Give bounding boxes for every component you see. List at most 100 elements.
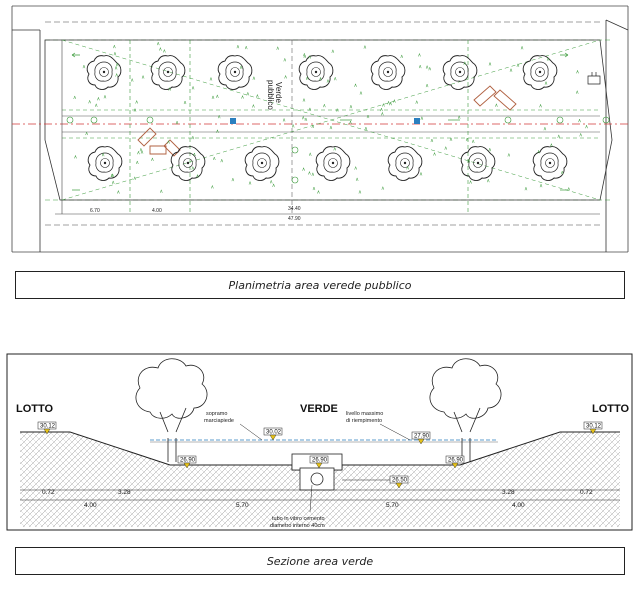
grass-tuft	[406, 165, 409, 170]
plan-dim-3: 34.40	[288, 206, 301, 212]
grass-tuft	[175, 120, 179, 125]
grass-tuft	[151, 157, 154, 162]
grass-tuft	[363, 44, 367, 49]
grass-tuft	[304, 117, 308, 122]
grass-tuft	[196, 173, 199, 178]
level-sidewalk: 30.02	[266, 430, 282, 436]
grass-tuft	[241, 94, 244, 99]
grass-tuft	[256, 93, 259, 98]
grass-tuft	[82, 64, 86, 69]
grass-tuft	[326, 78, 330, 83]
section-caption-text: Sezione area verde	[266, 554, 374, 568]
grass-tuft	[444, 145, 447, 150]
grass-tuft	[387, 100, 390, 105]
grass-tuft	[354, 165, 357, 170]
grass-tuft	[467, 158, 471, 163]
grass-tuft	[220, 158, 223, 163]
grass-tuft	[463, 60, 467, 65]
grass-tuft	[191, 85, 195, 90]
lamp-icon	[414, 118, 420, 124]
grass-tuft	[248, 180, 252, 185]
grass-tuft	[101, 152, 105, 157]
grass-tuft	[359, 90, 363, 95]
grass-tuft	[163, 48, 166, 53]
lotto-left-label: LOTTO	[16, 403, 54, 415]
grass-tuft	[389, 101, 392, 106]
grass-tuft	[488, 147, 492, 152]
grass-tuft	[133, 176, 136, 180]
grass-tuft	[355, 177, 359, 181]
grass-tuft	[239, 65, 243, 69]
grass-tuft	[420, 116, 424, 120]
plan-dim-2: 4.00	[152, 208, 162, 214]
tree-right-icon	[429, 358, 502, 462]
plan-dim-4: 47.90	[288, 216, 301, 222]
grass-tuft	[308, 170, 311, 175]
grass-tuft	[115, 62, 119, 67]
grass-tuft	[113, 44, 116, 49]
grass-tuft	[140, 149, 144, 154]
grass-tuft	[331, 49, 335, 53]
grass-tuft	[193, 152, 196, 157]
grass-tuft	[425, 83, 429, 88]
grass-tuft	[524, 186, 528, 191]
grass-tuft	[291, 123, 295, 128]
grass-tuft	[308, 107, 312, 111]
area-label-line2: pubblico	[266, 80, 275, 110]
grass-tuft	[579, 132, 582, 137]
grass-tuft	[578, 118, 581, 123]
note-pipe-2: diametro interno 40cm	[270, 523, 325, 529]
grass-tuft	[329, 125, 333, 130]
note-fill-1: livello massimo	[346, 411, 383, 417]
grass-tuft	[560, 170, 564, 175]
grass-pattern	[73, 41, 588, 194]
note-fill-2: di riempimento	[346, 418, 382, 424]
grass-tuft	[236, 44, 240, 49]
grass-tuft	[509, 67, 513, 72]
grass-tuft	[349, 120, 352, 125]
grass-tuft	[272, 183, 275, 187]
grass-tuft	[311, 124, 315, 129]
grass-tuft	[419, 171, 423, 176]
grass-tuft	[73, 95, 76, 100]
section-caption: Sezione area verde	[15, 547, 625, 575]
section-drawing: LOTTO LOTTO VERDE sopramo marciapiede li…	[6, 353, 633, 531]
tree-row-bottom	[87, 146, 568, 181]
grass-tuft	[418, 64, 422, 69]
grass-tuft	[333, 76, 337, 81]
grass-tuft	[349, 104, 353, 109]
plan-dim-1: 6.70	[90, 208, 100, 214]
verde-label: VERDE	[300, 403, 338, 415]
grass-tuft	[507, 152, 511, 157]
grass-tuft	[113, 51, 117, 56]
grass-tuft	[246, 91, 250, 96]
grass-tuft	[457, 115, 461, 119]
lamp-icon	[230, 118, 236, 124]
level-lotto_left: 30.12	[40, 424, 56, 430]
grass-tuft	[114, 65, 118, 70]
grass-tuft	[103, 94, 107, 99]
grass-tuft	[381, 185, 385, 190]
grass-tuft	[495, 103, 498, 107]
level-triangle-icon	[183, 462, 191, 469]
grass-tuft	[111, 173, 114, 177]
grass-tuft	[364, 126, 368, 131]
level-triangle-icon	[451, 462, 459, 469]
grass-tuft	[418, 52, 421, 57]
grass-tuft	[252, 103, 255, 108]
grass-tuft	[393, 98, 396, 103]
bench-left-icon	[137, 127, 181, 157]
grass-tuft	[567, 186, 570, 191]
tree-row-top	[86, 55, 558, 90]
grass-tuft	[430, 138, 434, 143]
grass-tuft	[312, 186, 316, 191]
grass-tuft	[183, 100, 187, 105]
grass-tuft	[283, 57, 287, 62]
grass-tuft	[576, 89, 579, 94]
grass-tuft	[213, 156, 216, 161]
grass-tuft	[543, 126, 547, 131]
plan-drawing: 6.70 4.00 34.40 47.90 Verde pubblico	[11, 5, 629, 253]
pointer-icon	[587, 72, 601, 85]
grass-tuft	[191, 135, 195, 140]
dim-slope_right: 3.28	[502, 489, 515, 496]
